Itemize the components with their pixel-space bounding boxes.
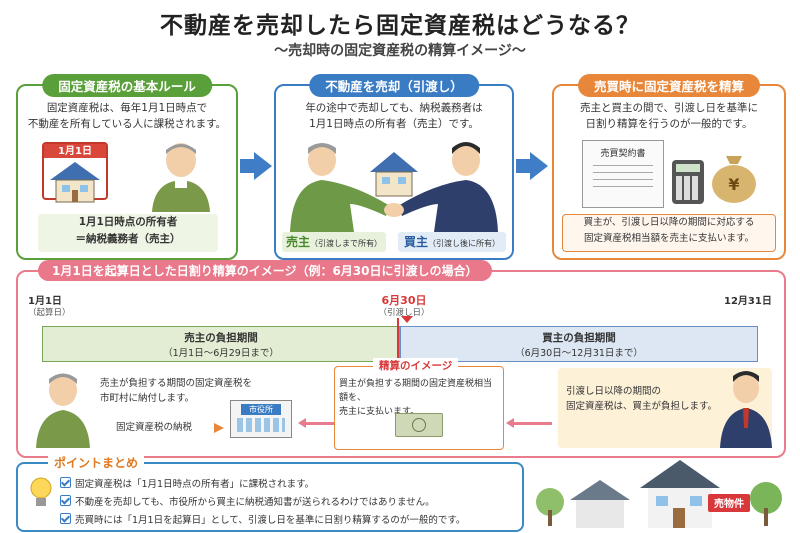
- settlement-image-text: 買主が負担する期間の固定資産税相当額を、 売主に支払います。: [339, 379, 493, 417]
- start-date: 1月1日: [28, 296, 62, 307]
- handover-note: （引渡し日）: [378, 308, 430, 318]
- point-item: 固定資産税は「1月1日時点の所有者」に課税されます。: [60, 476, 314, 490]
- handover-marker-icon: [401, 316, 413, 323]
- settlement-title: 売買時に固定資産税を精算: [577, 74, 761, 97]
- settlement-note: 買主が、引渡し日以降の期間に対応する 固定資産税相当額を売主に支払います。: [562, 214, 776, 252]
- start-note: （起算日）: [28, 308, 71, 318]
- seller-person-icon: [152, 143, 210, 212]
- svg-text:売物件: 売物件: [714, 497, 744, 510]
- handover-date: 6月30日: [381, 294, 427, 307]
- arrow-right-icon: [214, 423, 224, 433]
- timeline-panel: 1月1日を起算日とした日割り精算のイメージ（例：6月30日に引渡しの場合） 1月…: [16, 260, 786, 458]
- points-summary-panel: ポイントまとめ 固定資産税は「1月1日時点の所有者」に課税されます。 不動産を売…: [16, 454, 524, 532]
- arrow-left-head-icon: [298, 418, 306, 428]
- point-item: 売買時には「1月1日を起算日」として、引渡し日を基準に日割り精算するのが一般的で…: [60, 512, 465, 526]
- basic-rule-text: 固定資産税は、毎年1月1日時点で 不動産を所有している人に課税されます。: [27, 102, 227, 130]
- houses-illustration: 売物件: [536, 460, 782, 528]
- timeline-title: 1月1日を起算日とした日割り精算のイメージ（例：6月30日に引渡しの場合）: [38, 260, 492, 281]
- buyer-label-box: 買主（引渡し後に所有）: [398, 232, 506, 252]
- sale-panel: 不動産を売却（引渡し） 年の途中で売却しても、納税義務者は 1月1日時点の所有者…: [274, 74, 514, 260]
- lightbulb-icon: [30, 477, 52, 506]
- seller-period-bar: 売主の負担期間 （1月1日〜6月29日まで）: [42, 326, 400, 362]
- end-date: 12月31日: [724, 296, 772, 307]
- svg-text:¥: ¥: [728, 175, 739, 194]
- arrow-left-head-icon: [506, 418, 514, 428]
- arrow-left-icon: [512, 422, 552, 425]
- seller-person-icon: [36, 373, 90, 448]
- points-title: ポイントまとめ: [48, 454, 145, 471]
- arrow-right-icon: [240, 152, 272, 180]
- arrow-right-icon: [516, 152, 548, 180]
- contract-document-icon: 売買契約書: [582, 140, 664, 208]
- handshake-illustration: [290, 142, 498, 232]
- page-subtitle: 〜売却時の固定資産税の精算イメージ〜: [274, 43, 526, 59]
- seller-label-box: 売主（引渡しまで所有）: [282, 232, 386, 252]
- sale-title: 不動産を売却（引渡し）: [309, 74, 479, 97]
- calculator-icon: [672, 160, 704, 204]
- arrow-left-icon: [304, 422, 334, 425]
- money-bag-icon: ¥: [712, 156, 756, 203]
- cash-icon: [395, 413, 443, 437]
- owner-box: 1月1日時点の所有者 ＝納税義務者（売主）: [38, 214, 218, 252]
- basic-rule-panel: 固定資産税の基本ルール 固定資産税は、毎年1月1日時点で 不動産を所有している人…: [16, 74, 238, 260]
- buyer-person-icon: [720, 371, 772, 448]
- page-title: 不動産を売却したら固定資産税はどうなる？: [160, 13, 640, 39]
- city-hall-icon: 市役所: [230, 400, 292, 438]
- buyer-period-bar: 買主の負担期間 （6月30日〜12月31日まで）: [400, 326, 758, 362]
- buyer-description: 引渡し日以降の期間の 固定資産税は、買主が負担します。: [566, 386, 718, 412]
- handover-line: [397, 318, 399, 368]
- seller-description: 売主が負担する期間の固定資産税を 市町村に納付します。: [100, 378, 253, 404]
- house-icon: [50, 162, 100, 203]
- settlement-image-box: 精算のイメージ 買主が負担する期間の固定資産税相当額を、 売主に支払います。: [334, 358, 504, 450]
- basic-rule-title: 固定資産税の基本ルール: [42, 74, 212, 97]
- tax-payment-label: 固定資産税の納税: [116, 422, 193, 433]
- sale-text: 年の途中で売却しても、納税義務者は 1月1日時点の所有者（売主）です。: [305, 102, 483, 130]
- settlement-panel: 売買時に固定資産税を精算 売主と買主の間で、引渡し日を基準に 日割り精算を行うの…: [552, 74, 786, 260]
- point-item: 不動産を売却しても、市役所から買主に納税通知書が送られるわけではありません。: [60, 494, 435, 508]
- settlement-text: 売主と買主の間で、引渡し日を基準に 日割り精算を行うのが一般的です。: [579, 102, 759, 130]
